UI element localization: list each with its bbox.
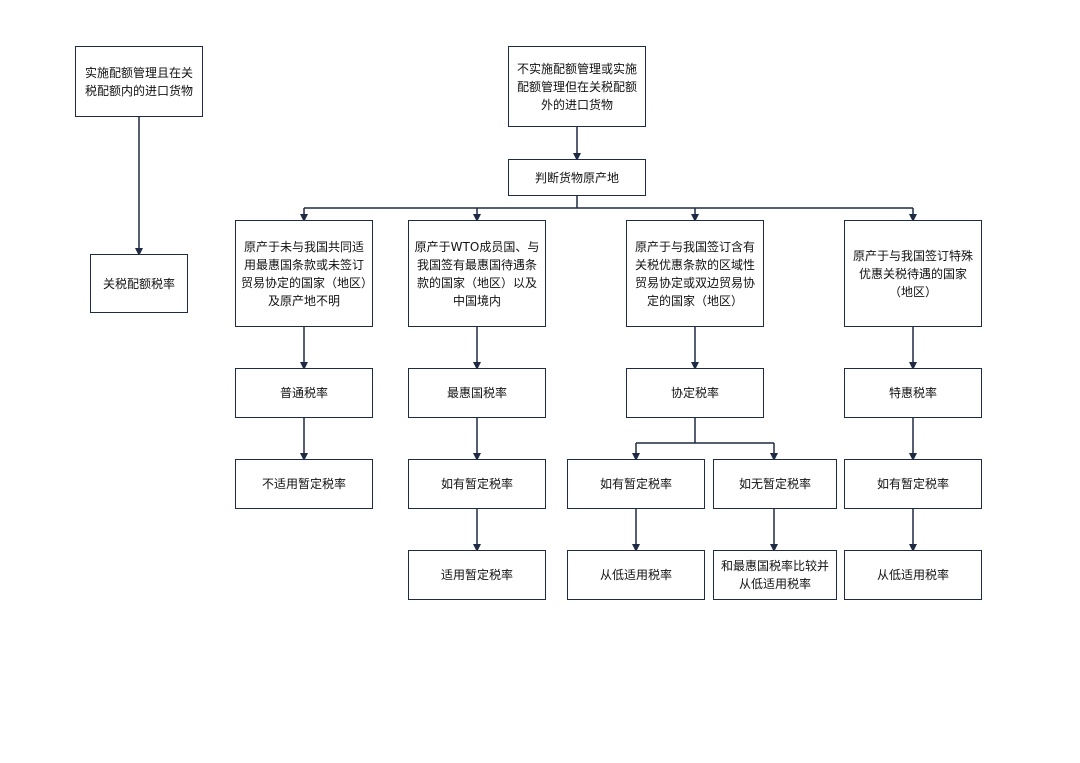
node-agreement-no-provisional: 如无暂定税率 [713, 459, 837, 509]
node-agreement-compare: 和最惠国税率比较并从低适用税率 [713, 550, 837, 600]
node-general-rate: 普通税率 [235, 368, 373, 418]
node-cat-mfn: 原产于WTO成员国、与我国签有最惠国待遇条款的国家（地区）以及中国境内 [408, 220, 546, 327]
node-quota-in-label: 实施配额管理且在关税配额内的进口货物 [84, 65, 193, 98]
node-quota-in: 实施配额管理且在关税配额内的进口货物 [75, 46, 203, 117]
node-non-quota-label: 不实施配额管理或实施配额管理但在关税配额外的进口货物 [516, 61, 637, 112]
node-cat-special-label: 原产于与我国签订特殊优惠关税待遇的国家（地区） [852, 248, 973, 299]
node-mfn-apply-provisional-label: 适用暂定税率 [440, 568, 513, 582]
node-agreement-rate: 协定税率 [626, 368, 764, 418]
node-agreement-has-provisional-label: 如有暂定税率 [599, 477, 672, 491]
node-mfn-has-provisional-label: 如有暂定税率 [440, 477, 513, 491]
node-special-has-provisional-label: 如有暂定税率 [876, 477, 949, 491]
node-mfn-has-provisional: 如有暂定税率 [408, 459, 546, 509]
node-cat-agreement: 原产于与我国签订含有关税优惠条款的区域性贸易协定或双边贸易协定的国家（地区） [626, 220, 764, 327]
node-special-lower-label: 从低适用税率 [876, 568, 949, 582]
node-cat-general-label: 原产于未与我国共同适用最惠国条款或未签订贸易协定的国家（地区）及原产地不明 [240, 239, 367, 308]
node-mfn-apply-provisional: 适用暂定税率 [408, 550, 546, 600]
node-mfn-rate: 最惠国税率 [408, 368, 546, 418]
node-special-rate-label: 特惠税率 [888, 386, 937, 400]
node-quota-rate-label: 关税配额税率 [102, 276, 175, 291]
node-origin: 判断货物原产地 [508, 159, 646, 196]
node-agreement-has-provisional: 如有暂定税率 [567, 459, 705, 509]
node-general-no-provisional: 不适用暂定税率 [235, 459, 373, 509]
node-special-lower: 从低适用税率 [844, 550, 982, 600]
node-cat-mfn-label: 原产于WTO成员国、与我国签有最惠国待遇条款的国家（地区）以及中国境内 [414, 239, 540, 308]
node-agreement-lower-label: 从低适用税率 [599, 568, 672, 582]
node-special-rate: 特惠税率 [844, 368, 982, 418]
node-cat-agreement-label: 原产于与我国签订含有关税优惠条款的区域性贸易协定或双边贸易协定的国家（地区） [634, 239, 755, 308]
node-general-no-provisional-label: 不适用暂定税率 [261, 477, 346, 491]
node-special-has-provisional: 如有暂定税率 [844, 459, 982, 509]
node-general-rate-label: 普通税率 [279, 386, 328, 400]
node-mfn-rate-label: 最惠国税率 [446, 386, 507, 400]
node-cat-special: 原产于与我国签订特殊优惠关税待遇的国家（地区） [844, 220, 982, 327]
node-agreement-rate-label: 协定税率 [670, 386, 719, 400]
node-quota-rate: 关税配额税率 [90, 254, 188, 313]
node-cat-general: 原产于未与我国共同适用最惠国条款或未签订贸易协定的国家（地区）及原产地不明 [235, 220, 373, 327]
node-origin-label: 判断货物原产地 [534, 170, 619, 185]
node-agreement-compare-label: 和最惠国税率比较并从低适用税率 [720, 559, 829, 591]
node-agreement-no-provisional-label: 如无暂定税率 [738, 477, 811, 491]
node-agreement-lower: 从低适用税率 [567, 550, 705, 600]
node-non-quota: 不实施配额管理或实施配额管理但在关税配额外的进口货物 [508, 46, 646, 127]
